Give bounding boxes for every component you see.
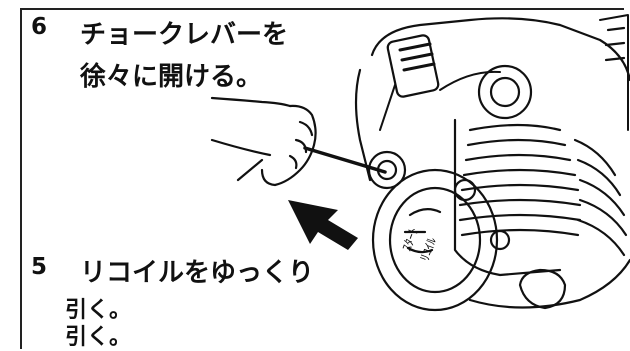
step-5-instruction-line1: リコイルをゆっくり	[80, 258, 315, 288]
engine-cover-label-2: ﾘｺｲﾙ	[418, 236, 439, 263]
engine-outline-bottom	[468, 258, 630, 309]
engine-outline-left	[354, 68, 372, 182]
frame-left-border	[20, 8, 22, 349]
pull-direction-arrow	[288, 200, 358, 250]
step-6-number: 6	[31, 14, 48, 40]
recoil-starter-cover	[371, 168, 499, 312]
choke-lever-housing	[386, 34, 440, 98]
step-6-instruction-line1: チョークレバーを	[80, 20, 289, 50]
step-6-instruction-line2: 徐々に開ける。	[80, 62, 263, 92]
step-5-instruction-line3: 引く。	[65, 325, 132, 350]
hand-pulling-starter	[210, 96, 317, 187]
step-5-number: 5	[31, 254, 48, 280]
cylinder-fins	[458, 123, 628, 257]
fuel-cap	[477, 64, 533, 120]
frame-top-border	[20, 8, 624, 10]
engine-outline-top	[370, 17, 630, 82]
spark-plug-boot	[518, 268, 567, 310]
recoil-grip	[367, 150, 407, 190]
engine-cover-label: ｽﾀｰﾄ	[400, 226, 421, 253]
starter-rope	[303, 146, 387, 174]
step-5-instruction-line2: 引く。	[65, 298, 132, 323]
